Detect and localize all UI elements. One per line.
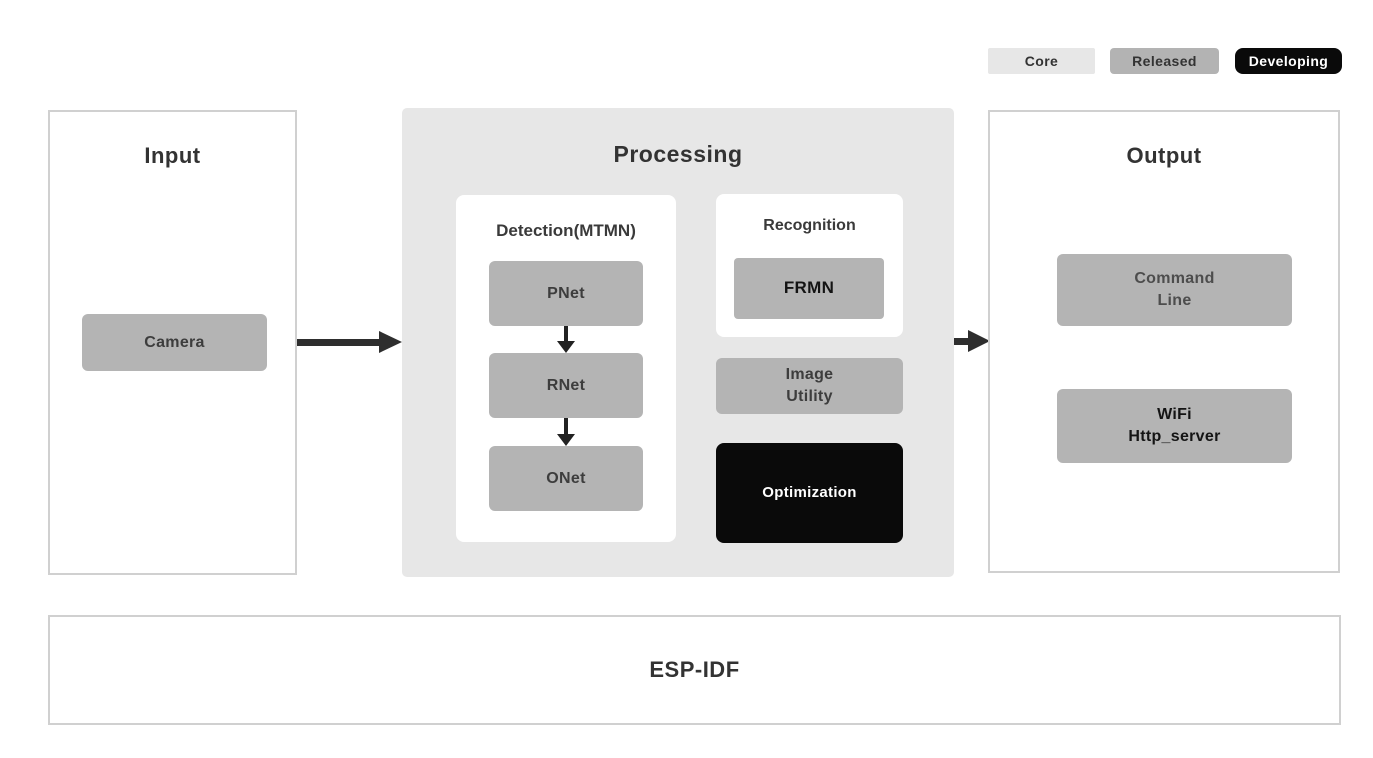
arrow-head-icon [557, 341, 575, 353]
processing-panel: Processing Detection(MTMN) PNet RNet ONe… [402, 108, 954, 577]
frmn-node: FRMN [734, 258, 884, 319]
input-panel: Input Camera [48, 110, 297, 575]
camera-node: Camera [82, 314, 267, 371]
legend-badge-developing: Developing [1235, 48, 1342, 74]
pnet-node: PNet [489, 261, 643, 326]
image-utility-label: Image Utility [785, 366, 834, 405]
camera-label: Camera [144, 333, 205, 351]
arrow-head-icon [557, 434, 575, 446]
input-title: Input [144, 143, 201, 168]
optimization-label: Optimization [762, 483, 857, 501]
frmn-label: FRMN [783, 278, 835, 298]
arrow-rnet-to-onet [557, 418, 575, 446]
image-utility-node: Image Utility [716, 358, 903, 414]
pnet-label: PNet [547, 284, 585, 302]
wifi-http-server-label: WiFi Http_server [1128, 406, 1221, 445]
espidf-title: ESP-IDF [649, 657, 740, 682]
arrow-stem [564, 418, 568, 435]
legend-badge-released: Released [1110, 48, 1219, 74]
espidf-panel: ESP-IDF [48, 615, 1341, 725]
arrow-stem [954, 338, 970, 345]
output-title: Output [1126, 143, 1202, 168]
arrow-pnet-to-rnet [557, 326, 575, 353]
arrow-input-to-processing [297, 331, 402, 353]
arrow-stem [297, 339, 381, 346]
rnet-label: RNet [546, 376, 586, 394]
optimization-node: Optimization [716, 443, 903, 543]
legend-badge-core: Core [988, 48, 1095, 74]
output-panel: Output Command Line WiFi Http_server [988, 110, 1340, 573]
recognition-card: Recognition FRMN [716, 194, 903, 337]
command-line-label: Command Line [1134, 270, 1215, 309]
command-line-node: Command Line [1057, 254, 1292, 326]
detection-title: Detection(MTMN) [496, 221, 636, 240]
detection-card: Detection(MTMN) PNet RNet ONet [456, 195, 676, 542]
arrow-head-icon [379, 331, 402, 353]
arrow-head-icon [968, 330, 990, 352]
arrow-stem [564, 326, 568, 342]
onet-node: ONet [489, 446, 643, 511]
rnet-node: RNet [489, 353, 643, 418]
arrow-processing-to-output [954, 330, 990, 352]
onet-label: ONet [546, 469, 586, 487]
wifi-http-server-node: WiFi Http_server [1057, 389, 1292, 463]
processing-title: Processing [613, 141, 743, 167]
recognition-title: Recognition [763, 217, 856, 234]
